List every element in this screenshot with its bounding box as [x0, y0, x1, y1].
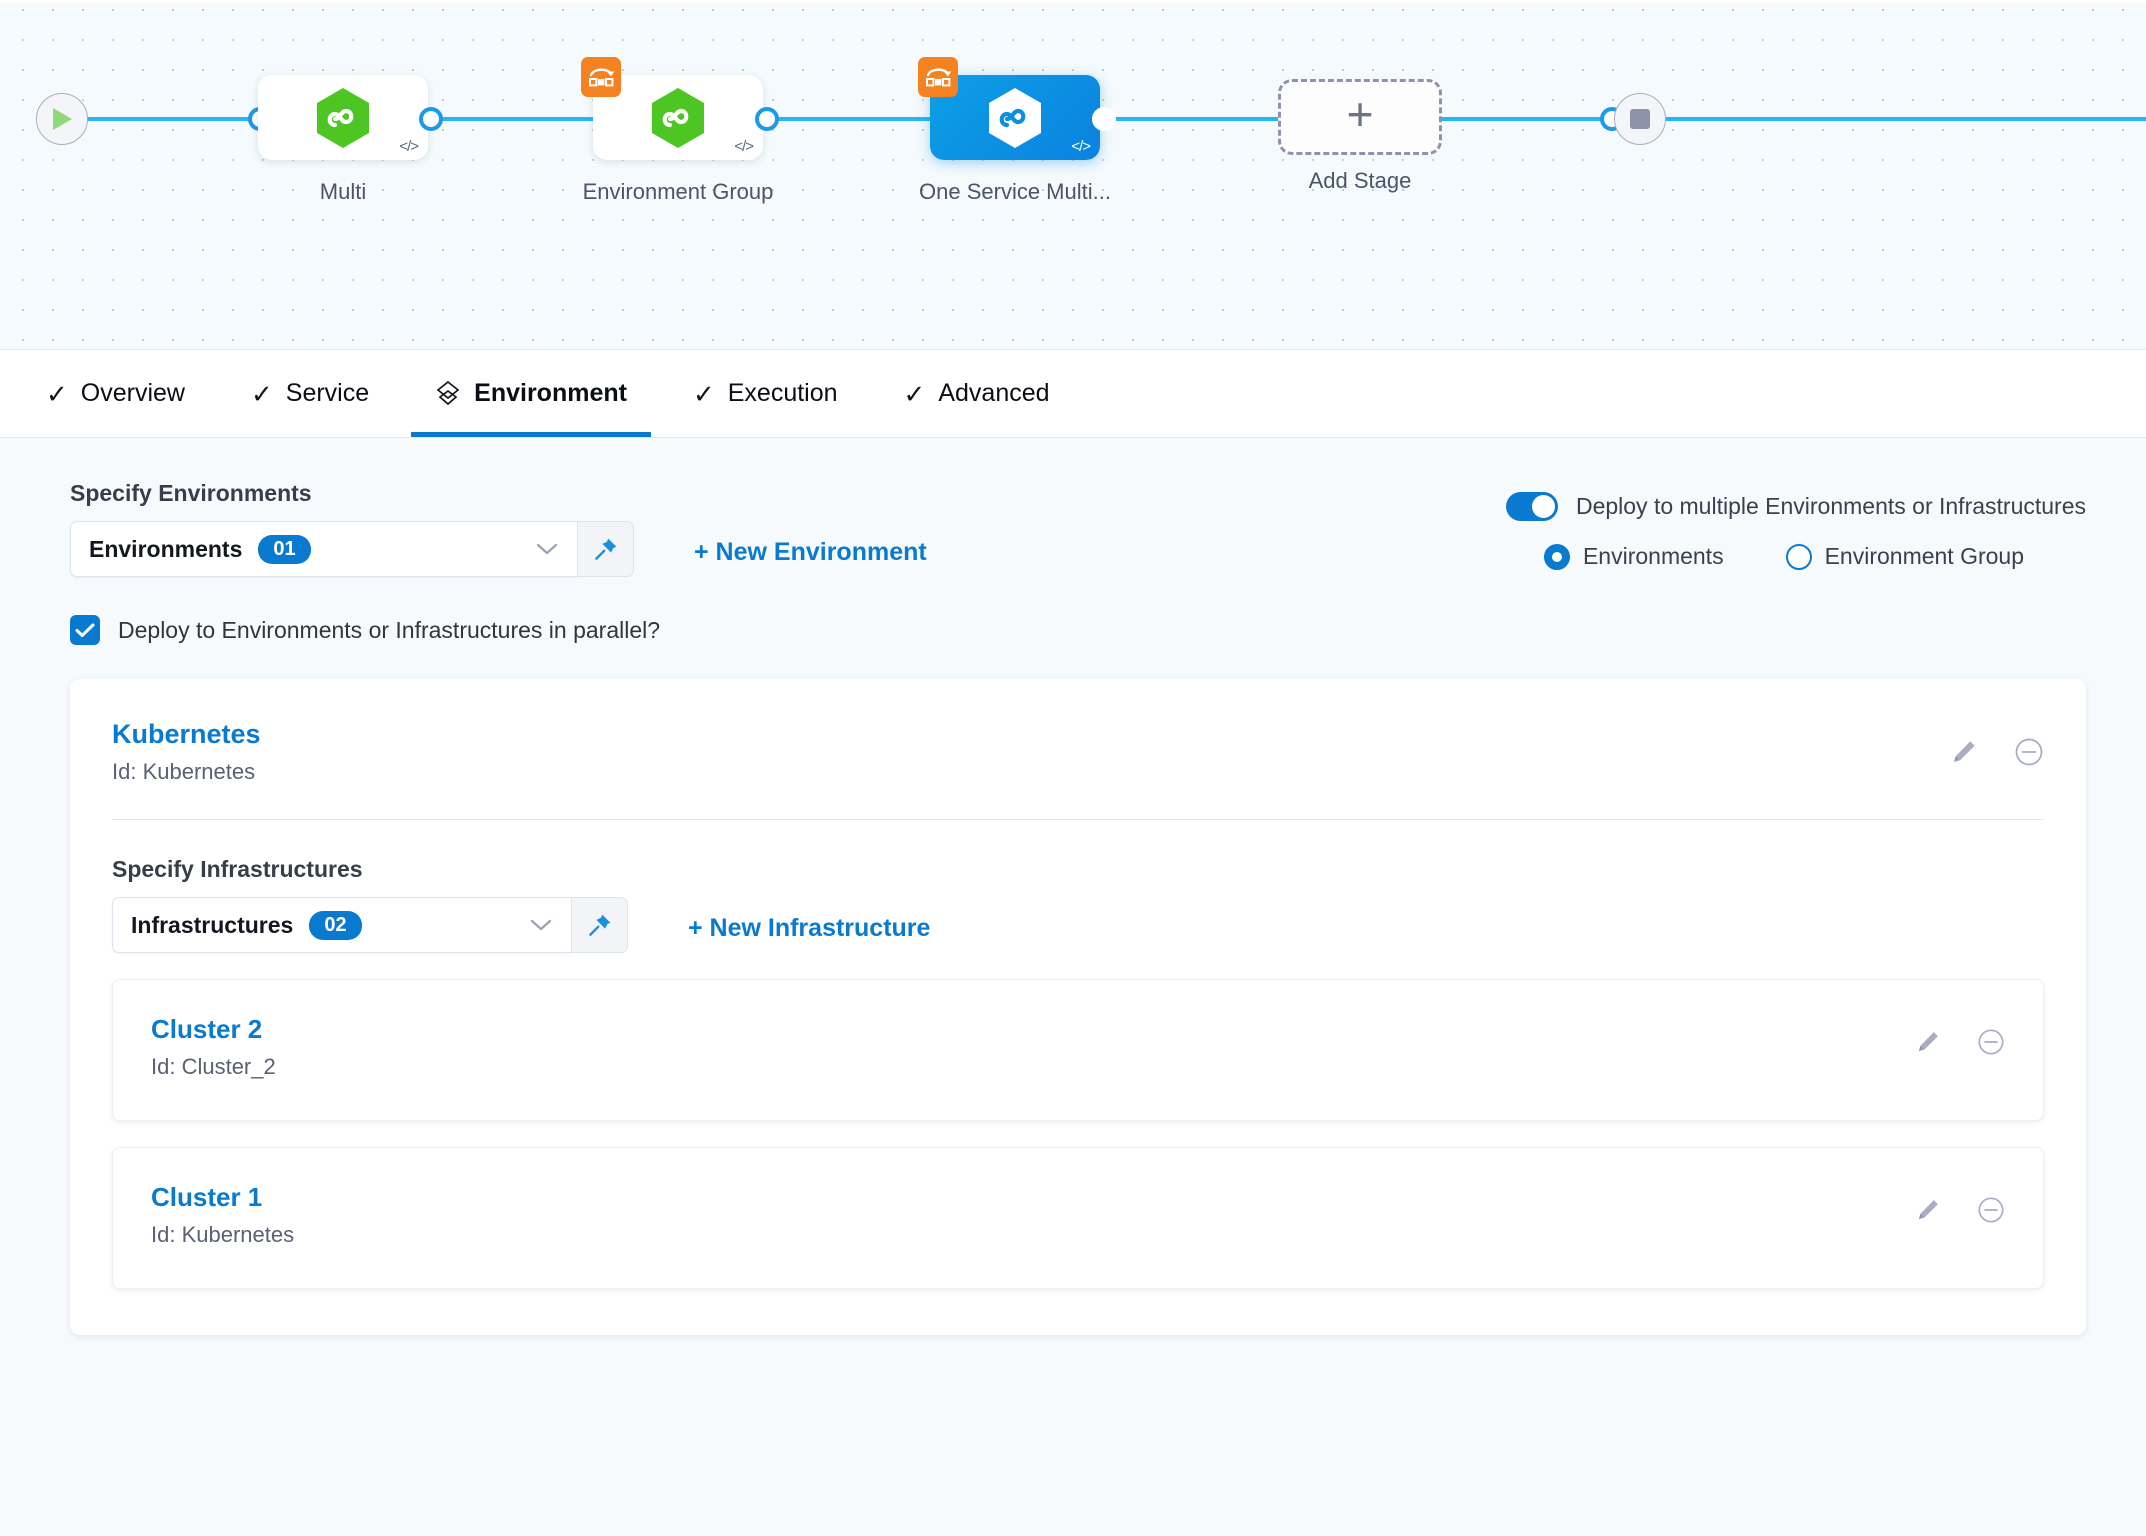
tab-label: Service — [285, 379, 370, 407]
deploy-multiple-label: Deploy to multiple Environments or Infra… — [1575, 493, 2086, 519]
deploy-multiple-group: Deploy to multiple Environments or Infra… — [1505, 480, 2086, 570]
add-stage-label: Add Stage — [1308, 168, 1412, 193]
pipeline-node-label: One Service Multi... — [919, 179, 1111, 204]
radio-label: Environments — [1582, 543, 1724, 569]
tab-label: Environment — [474, 379, 627, 407]
edit-infrastructure-button[interactable] — [1915, 1029, 1941, 1055]
pin-environments-button[interactable] — [578, 521, 634, 577]
pipeline-node-label: Multi — [319, 179, 367, 204]
pipeline-node-one-service-multi[interactable]: </> One Service Multi... — [918, 57, 1111, 204]
pin-infrastructures-button[interactable] — [572, 897, 628, 953]
environment-type-radio-group: Environments Environment Group — [1506, 543, 2086, 570]
parallel-deploy-label: Deploy to Environments or Infrastructure… — [118, 616, 661, 643]
harness-hex-icon — [652, 87, 704, 148]
radio-environment-group[interactable]: Environment Group — [1785, 543, 2025, 570]
minus-circle-icon — [1977, 1196, 2005, 1224]
environment-id: Id: Kubernetes — [112, 759, 256, 784]
pencil-icon — [1915, 1029, 1941, 1055]
chevron-down-icon — [529, 918, 553, 932]
pipeline-start-node[interactable] — [36, 93, 88, 145]
tab-service[interactable]: ✓ Service — [227, 350, 393, 437]
check-icon: ✓ — [250, 378, 273, 409]
minus-circle-icon — [1977, 1028, 2005, 1056]
check-icon: ✓ — [46, 378, 68, 409]
pushpin-icon — [587, 912, 613, 938]
pushpin-icon — [593, 536, 619, 562]
infrastructure-id: Id: Cluster_2 — [151, 1054, 276, 1079]
deploy-multiple-toggle[interactable] — [1505, 492, 1558, 521]
remove-infrastructure-button[interactable] — [1977, 1196, 2005, 1224]
pencil-icon — [1950, 738, 1978, 766]
pencil-icon — [1915, 1197, 1941, 1223]
matrix-looping-icon — [918, 57, 958, 97]
tab-label: Execution — [727, 379, 838, 407]
pipeline-node-label: Environment Group — [582, 179, 774, 204]
environment-tab-content: Specify Environments Environments 01 — [0, 438, 2146, 1536]
infrastructures-select-value: Infrastructures — [131, 911, 294, 938]
check-icon — [75, 623, 95, 637]
parallel-deploy-checkbox[interactable] — [70, 615, 100, 645]
environment-controls-row: Specify Environments Environments 01 — [0, 480, 2146, 577]
specify-environments-group: Specify Environments Environments 01 — [70, 480, 927, 577]
harness-hex-icon — [989, 87, 1041, 148]
new-environment-button[interactable]: + New Environment — [694, 537, 927, 566]
radio-icon-selected — [1543, 543, 1570, 570]
tab-overview[interactable]: ✓ Overview — [22, 350, 209, 437]
node-port[interactable] — [419, 107, 443, 131]
edit-environment-button[interactable] — [1950, 738, 1978, 766]
play-icon — [53, 108, 72, 130]
check-icon: ✓ — [903, 378, 926, 409]
environments-count-badge: 01 — [258, 534, 311, 564]
infrastructure-card[interactable]: Cluster 2 Id: Cluster_2 — [112, 979, 2044, 1121]
harness-hex-icon — [317, 87, 369, 148]
node-code-tag[interactable]: </> — [399, 138, 419, 155]
edit-infrastructure-button[interactable] — [1915, 1197, 1941, 1223]
pipeline-node-environment-group[interactable]: </> Environment Group — [581, 57, 773, 204]
tab-label: Overview — [80, 379, 185, 407]
specify-infrastructures-label: Specify Infrastructures — [112, 856, 363, 882]
radio-label: Environment Group — [1824, 543, 2025, 569]
environments-select-value: Environments — [89, 535, 243, 562]
infrastructures-select[interactable]: Infrastructures 02 — [112, 897, 572, 953]
node-code-tag[interactable]: </> — [734, 138, 754, 155]
radio-environments[interactable]: Environments — [1543, 543, 1724, 570]
tab-execution[interactable]: ✓ Execution — [669, 350, 862, 437]
tab-advanced[interactable]: ✓ Advanced — [880, 350, 1074, 437]
chevron-down-icon — [535, 542, 559, 556]
pipeline-canvas[interactable]: </> Multi </> Environment Group — [0, 0, 2146, 350]
parallel-deploy-row: Deploy to Environments or Infrastructure… — [0, 615, 2146, 645]
stop-icon — [1630, 109, 1650, 129]
infrastructure-card[interactable]: Cluster 1 Id: Kubernetes — [112, 1147, 2044, 1289]
node-port[interactable] — [1092, 107, 1116, 131]
infrastructure-name-link[interactable]: Cluster 1 — [151, 1182, 263, 1212]
specify-infrastructures-group: Specify Infrastructures Infrastructures … — [112, 856, 2044, 953]
environments-select[interactable]: Environments 01 — [70, 521, 578, 577]
add-stage-button[interactable]: + — [1278, 79, 1442, 155]
tab-environment[interactable]: Environment — [411, 350, 651, 437]
pipeline-end-node[interactable] — [1614, 93, 1666, 145]
infrastructure-name-link[interactable]: Cluster 2 — [151, 1014, 263, 1044]
check-icon: ✓ — [692, 378, 715, 409]
specify-environments-label: Specify Environments — [70, 480, 312, 506]
new-infrastructure-button[interactable]: + New Infrastructure — [688, 913, 931, 942]
panel-divider — [112, 819, 2044, 820]
node-port[interactable] — [755, 107, 779, 131]
infrastructures-count-badge: 02 — [309, 910, 362, 940]
pipeline-node-multi[interactable]: </> Multi — [258, 75, 428, 204]
toggle-knob — [1531, 495, 1555, 518]
environment-panel: Kubernetes Id: Kubernetes — [70, 679, 2086, 1335]
minus-circle-icon — [2014, 737, 2044, 767]
tab-label: Advanced — [938, 379, 1050, 407]
node-code-tag[interactable]: </> — [1071, 138, 1091, 155]
infrastructure-id: Id: Kubernetes — [151, 1222, 295, 1247]
plus-icon: + — [1346, 88, 1374, 140]
remove-environment-button[interactable] — [2014, 737, 2044, 767]
matrix-looping-icon — [581, 57, 621, 97]
radio-icon — [1785, 543, 1812, 570]
stage-tabs: ✓ Overview ✓ Service Environment ✓ Execu… — [0, 350, 2146, 438]
environment-name-link[interactable]: Kubernetes — [112, 719, 261, 749]
remove-infrastructure-button[interactable] — [1977, 1028, 2005, 1056]
layers-icon — [435, 380, 461, 408]
